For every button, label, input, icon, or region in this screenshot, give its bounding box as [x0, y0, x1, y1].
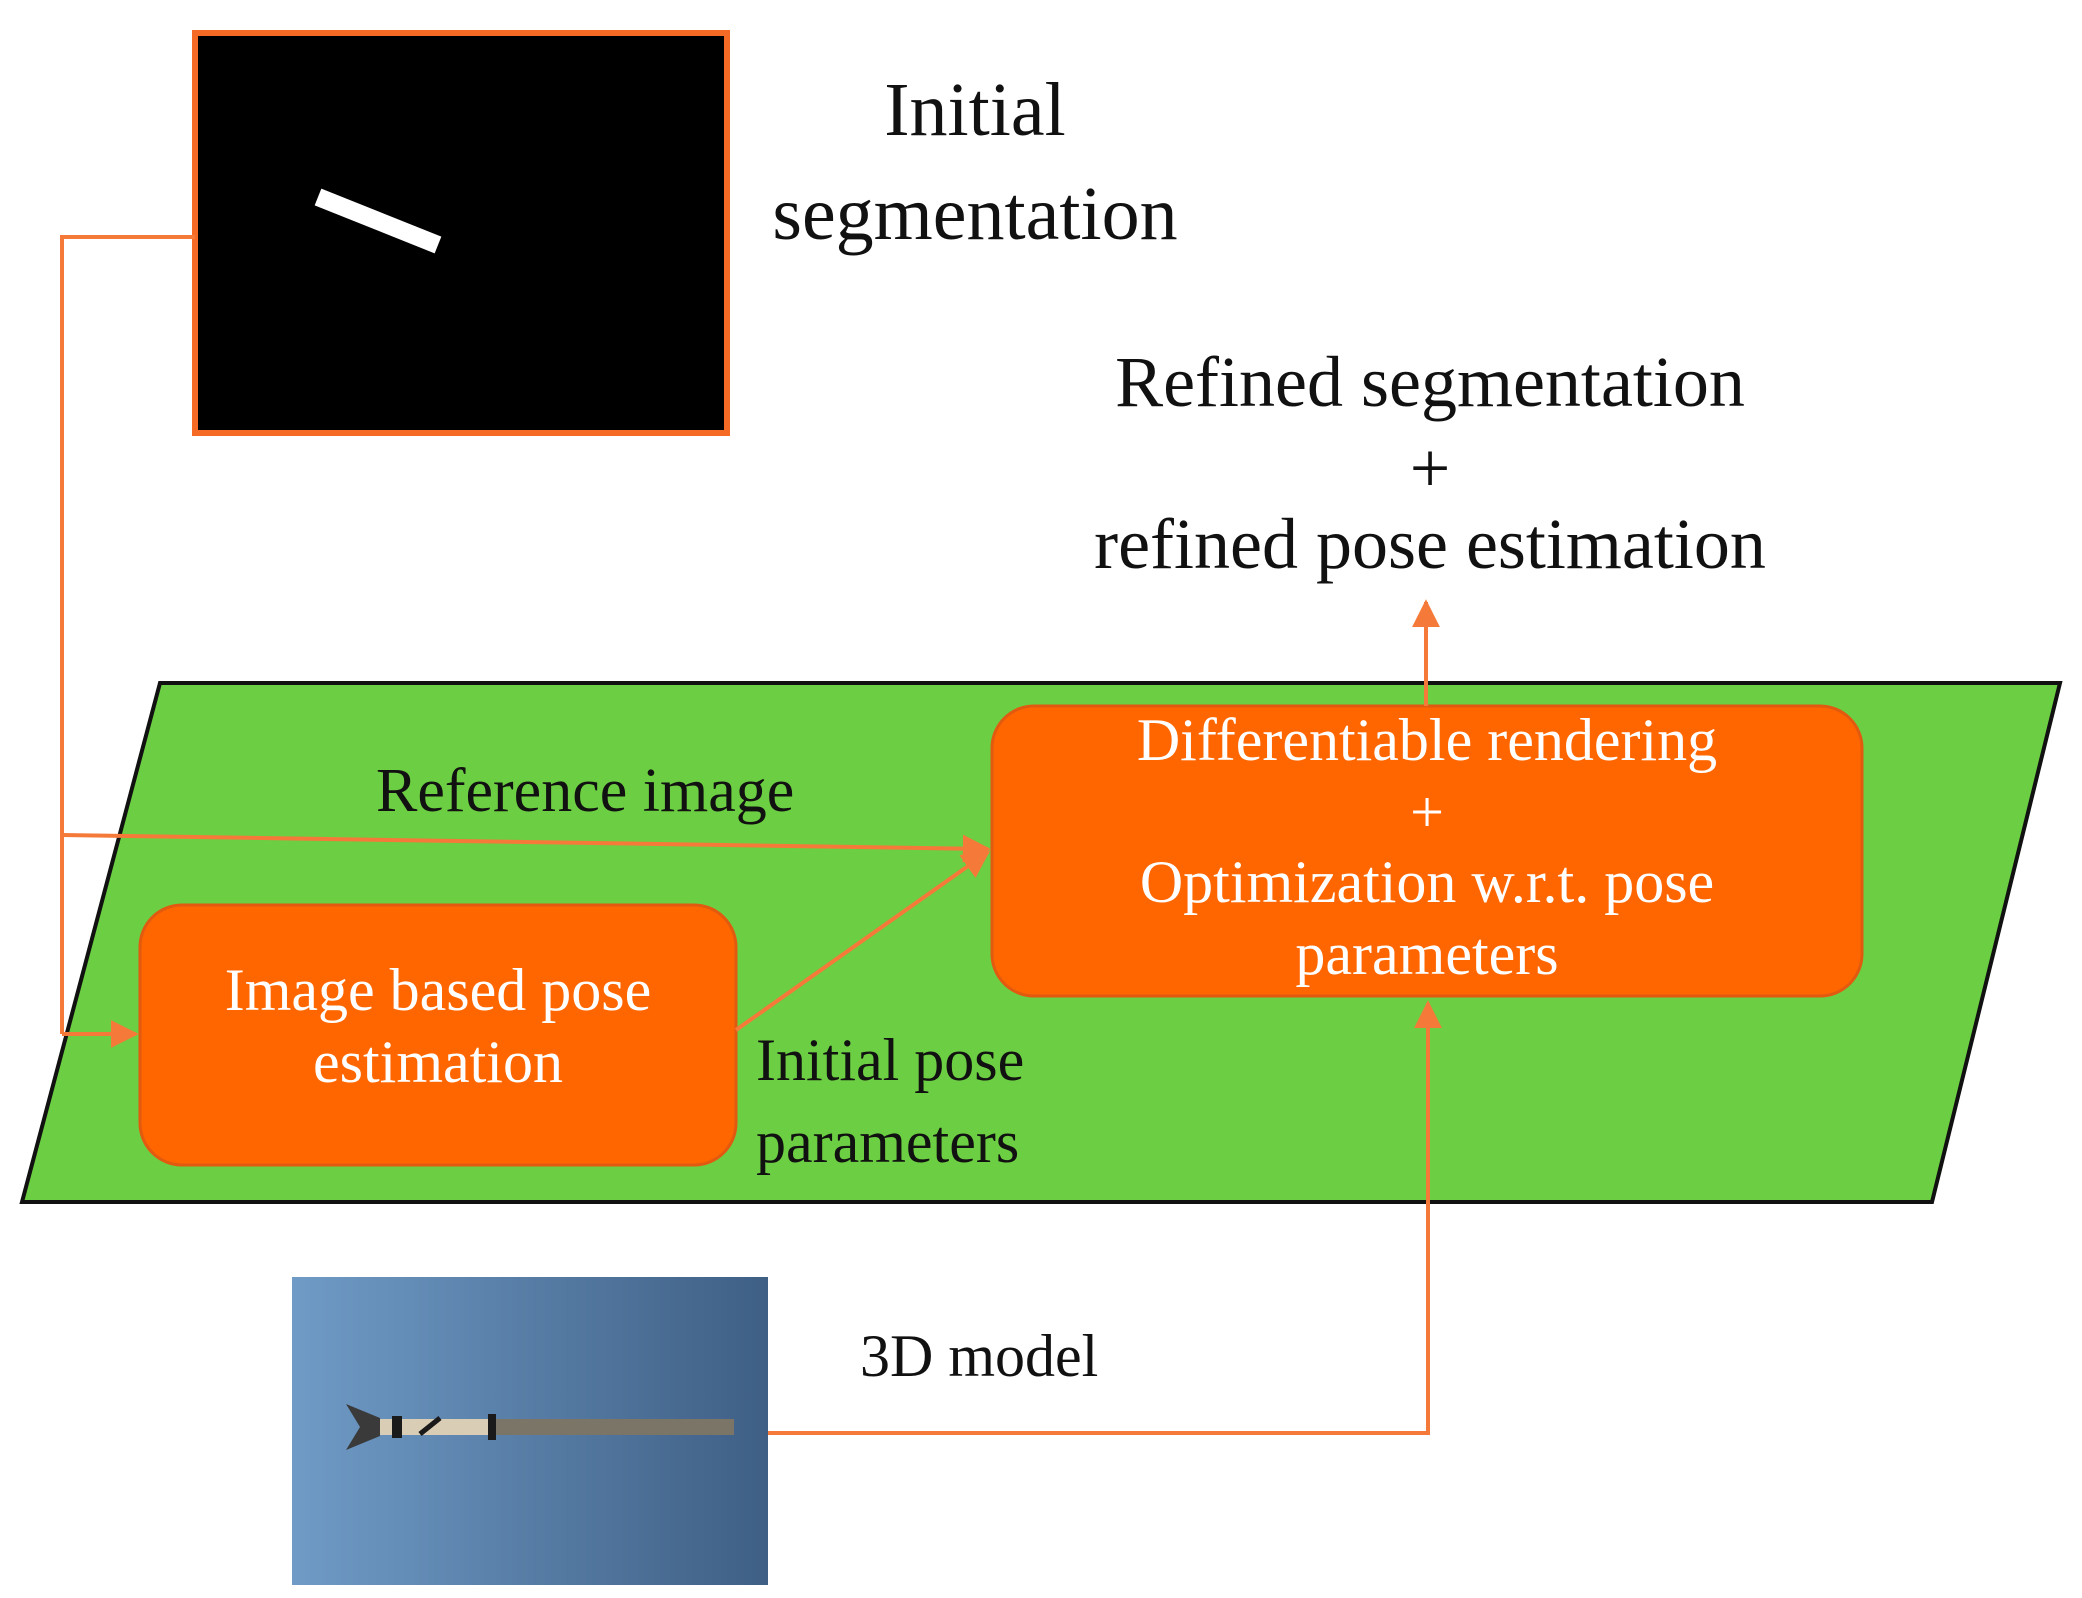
- 3d-model-label: 3D model: [860, 1323, 1099, 1389]
- refined-line2: refined pose estimation: [1094, 504, 1766, 584]
- arrow-reference-image: [61, 833, 991, 863]
- image-pose-line1: Image based pose: [224, 957, 652, 1023]
- differentiable-rendering-text: Differentiable rendering + Optimization …: [992, 710, 1862, 984]
- image-based-pose-box: [138, 903, 738, 1167]
- diff-line1: Differentiable rendering: [1136, 707, 1718, 773]
- refined-line1: Refined segmentation: [1115, 342, 1745, 422]
- initial-segmentation-label: Initial segmentation: [735, 72, 1215, 252]
- connectors: [60, 235, 1442, 1435]
- 3d-model-image: [292, 1277, 768, 1585]
- diff-line3: parameters: [1295, 921, 1559, 987]
- initial-pose-label-line2: parameters: [756, 1109, 1020, 1175]
- refined-output-label: Refined segmentation + refined pose esti…: [1040, 346, 1820, 580]
- initial-pose-label-line1: Initial pose: [756, 1027, 1025, 1093]
- reference-image-label: Reference image: [376, 757, 795, 825]
- image-pose-line2: estimation: [313, 1029, 563, 1095]
- initial-segmentation-image: [192, 30, 730, 436]
- initial-segmentation-line1: Initial: [884, 68, 1066, 152]
- model-feed-line: [768, 1000, 1442, 1435]
- arrow-initial-pose: [734, 850, 991, 1032]
- segmentation-feed-line: [60, 235, 195, 1034]
- image-based-pose-text: Image based pose estimation: [140, 960, 736, 1092]
- initial-segmentation-line2: segmentation: [772, 172, 1178, 256]
- diff-line2: Optimization w.r.t. pose: [1139, 849, 1715, 915]
- refined-plus: +: [1409, 428, 1451, 508]
- diff-plus: +: [1410, 779, 1444, 845]
